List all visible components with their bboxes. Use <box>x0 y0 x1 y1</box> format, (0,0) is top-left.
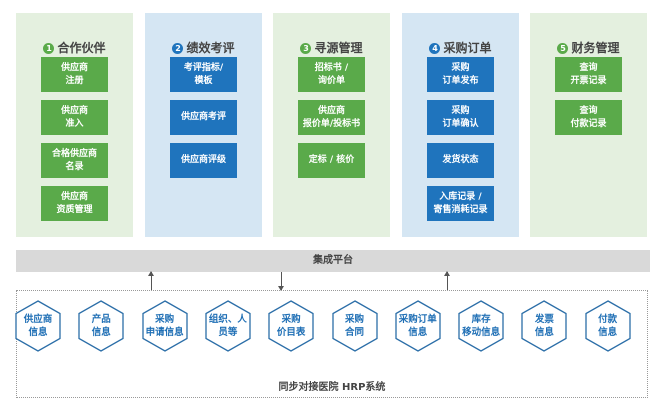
module-item[interactable]: 供应商 报价单/投标书 <box>298 100 365 135</box>
hrp-data-hexagon: 付款 信息 <box>585 300 631 352</box>
hexagon-shape <box>205 300 251 352</box>
module-item[interactable]: 定标 / 核价 <box>298 143 365 178</box>
module-item[interactable]: 入库记录 / 寄售消耗记录 <box>427 186 494 221</box>
hrp-data-hexagon: 供应商 信息 <box>15 300 61 352</box>
hexagon-shape <box>15 300 61 352</box>
hexagon-label: 采购订单 信息 <box>398 314 437 338</box>
hexagon-shape <box>78 300 124 352</box>
hexagon-shape <box>458 300 504 352</box>
module-item[interactable]: 采购 订单确认 <box>427 100 494 135</box>
hexagon-shape <box>585 300 631 352</box>
module-item[interactable]: 供应商评级 <box>170 143 237 178</box>
hexagon-shape <box>521 300 568 352</box>
module-title-text: 绩效考评 <box>186 41 235 55</box>
module-title-text: 财务管理 <box>571 41 620 55</box>
module-item[interactable]: 考评指标/ 模板 <box>170 57 237 92</box>
arrow-up-icon <box>444 271 450 290</box>
module-item[interactable]: 供应商 资质管理 <box>41 186 108 221</box>
hrp-data-hexagon: 产品 信息 <box>78 300 124 352</box>
hexagon-label: 产品 信息 <box>91 314 111 338</box>
hexagon-label: 采购 合同 <box>344 314 364 338</box>
hexagon-label: 库存 移动信息 <box>462 314 501 338</box>
hexagon-label: 采购 价目表 <box>276 314 306 338</box>
module-title-text: 合作伙伴 <box>57 41 106 55</box>
module-item[interactable]: 供应商 准入 <box>41 100 108 135</box>
number-badge-icon: 4 <box>429 43 441 54</box>
module-item[interactable]: 查询 付款记录 <box>555 100 622 135</box>
hexagon-shape <box>141 300 188 352</box>
number-badge-icon: 3 <box>300 43 312 54</box>
number-badge-icon: 5 <box>557 43 569 54</box>
hrp-system-box <box>16 290 648 398</box>
hexagon-shape <box>268 300 314 352</box>
module-title-text: 采购订单 <box>443 41 492 55</box>
hexagon-label: 组织、人 员等 <box>208 314 247 338</box>
hexagon-label: 供应商 信息 <box>23 314 53 338</box>
module-item[interactable]: 采购 订单发布 <box>427 57 494 92</box>
module-item[interactable]: 查询 开票记录 <box>555 57 622 92</box>
module-item[interactable]: 供应商 注册 <box>41 57 108 92</box>
hexagon-shape <box>395 300 441 352</box>
hrp-data-hexagon: 采购 合同 <box>331 300 378 352</box>
integration-platform-bar: 集成平台 <box>16 250 650 272</box>
hrp-data-hexagon: 采购 价目表 <box>268 300 314 352</box>
number-badge-icon: 1 <box>43 43 55 54</box>
hrp-system-label: 同步对接医院 HRP系统 <box>278 382 386 393</box>
hexagon-label: 发票 信息 <box>534 314 554 338</box>
module-title-text: 寻源管理 <box>314 41 363 55</box>
number-badge-icon: 2 <box>172 43 184 54</box>
module-item[interactable]: 合格供应商 名录 <box>41 143 108 178</box>
arrow-up-icon <box>148 271 154 290</box>
hrp-data-hexagon: 采购 申请信息 <box>141 300 188 352</box>
module-item[interactable]: 发货状态 <box>427 143 494 178</box>
hrp-data-hexagon: 发票 信息 <box>521 300 568 352</box>
module-item[interactable]: 招标书 / 询价单 <box>298 57 365 92</box>
hexagon-label: 付款 信息 <box>598 314 618 338</box>
hrp-data-hexagon: 组织、人 员等 <box>205 300 251 352</box>
hrp-data-hexagon: 库存 移动信息 <box>458 300 504 352</box>
hexagon-shape <box>331 300 378 352</box>
arrow-down-icon <box>278 272 284 291</box>
hrp-data-hexagon: 采购订单 信息 <box>395 300 441 352</box>
hexagon-label: 采购 申请信息 <box>145 314 184 338</box>
module-item[interactable]: 供应商考评 <box>170 100 237 135</box>
